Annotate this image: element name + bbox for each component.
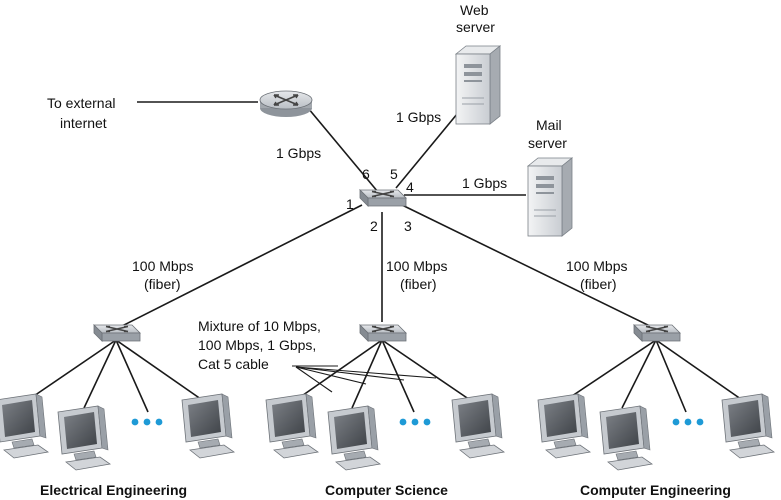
mail-server-icon[interactable]: [527, 157, 573, 237]
core-switch-icon[interactable]: [359, 189, 407, 207]
desktop-computer-icon[interactable]: [265, 393, 319, 459]
dept-mid-link-speed-line1: 100 Mbps: [386, 258, 447, 274]
router-link-speed-label: 1 Gbps: [276, 145, 321, 161]
web-server-label-line1: Web: [460, 2, 489, 18]
desktop-computer-icon[interactable]: [537, 393, 591, 459]
desktop-computer-icon[interactable]: [451, 393, 505, 459]
department-computer-engineering-label: Computer Engineering: [580, 482, 731, 498]
department-electrical-engineering-label: Electrical Engineering: [40, 482, 187, 498]
desktop-computer-icon[interactable]: [721, 393, 775, 459]
router-icon[interactable]: [259, 90, 313, 118]
dept-right-link-speed-line2: (fiber): [580, 276, 617, 292]
port-2-label: 2: [370, 218, 378, 234]
desktop-computer-icon[interactable]: [599, 405, 653, 471]
desktop-computer-icon[interactable]: [0, 393, 49, 459]
department-computer-science-label: Computer Science: [325, 482, 448, 498]
ellipsis-dots-icon: [672, 418, 704, 426]
mail-server-label-line1: Mail: [536, 117, 562, 133]
dept-right-link-speed-line1: 100 Mbps: [566, 258, 627, 274]
mixture-note-line3: Cat 5 cable: [198, 356, 269, 372]
port-5-label: 5: [390, 166, 398, 182]
switch-electrical-engineering-icon[interactable]: [93, 324, 141, 342]
external-internet-label-line2: internet: [60, 115, 107, 131]
link-to-electrical-engineering: [117, 204, 363, 329]
desktop-computer-icon[interactable]: [181, 393, 235, 459]
web-link-speed-label: 1 Gbps: [396, 109, 441, 125]
port-1-label: 1: [346, 196, 354, 212]
ellipsis-dots-icon: [131, 418, 163, 426]
switch-computer-science-icon[interactable]: [359, 324, 407, 342]
web-server-link: [395, 107, 463, 189]
port-3-label: 3: [404, 218, 412, 234]
port-6-label: 6: [362, 166, 370, 182]
mail-link-speed-label: 1 Gbps: [462, 175, 507, 191]
port-4-label: 4: [406, 179, 414, 195]
dept-mid-link-speed-line2: (fiber): [400, 276, 437, 292]
router-to-core-switch-link: [307, 107, 379, 193]
dept-left-link-speed-line1: 100 Mbps: [132, 258, 193, 274]
ellipsis-dots-icon: [399, 418, 431, 426]
external-internet-label-line1: To external: [47, 95, 115, 111]
desktop-computer-icon[interactable]: [57, 405, 111, 471]
mixture-callout-pointers: [292, 365, 437, 393]
switch-computer-engineering-icon[interactable]: [633, 324, 681, 342]
web-server-icon[interactable]: [455, 45, 501, 125]
dept-left-link-speed-line2: (fiber): [144, 276, 181, 292]
links: [27, 101, 749, 413]
web-server-label-line2: server: [456, 19, 495, 35]
mixture-note-line2: 100 Mbps, 1 Gbps,: [198, 337, 316, 353]
desktop-computer-icon[interactable]: [327, 405, 381, 471]
mixture-note-line1: Mixture of 10 Mbps,: [198, 318, 321, 334]
mail-server-label-line2: server: [528, 135, 567, 151]
link-to-computer-engineering: [401, 204, 655, 329]
